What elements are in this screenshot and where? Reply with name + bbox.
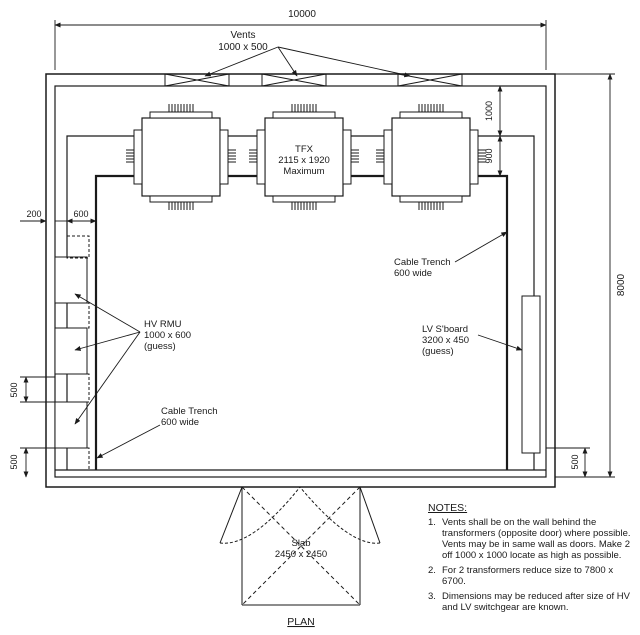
dim-top-gap: 1000 [484,101,494,121]
hv-rmu-note: (guess) [144,341,176,352]
trench-right-label: Cable Trench [394,257,451,268]
dim-left-500-a: 500 [9,382,19,397]
dim-tfx-gap: 900 [484,148,494,163]
plan-title: PLAN [287,616,314,628]
lv-sboard-note: (guess) [422,346,454,357]
transformer-3 [375,103,487,211]
transformer-2 [248,103,360,211]
slab-label: Slab [291,538,310,549]
hv-rmu-size: 1000 x 600 [144,330,191,341]
note-text: Vents shall be on the wall behind the tr… [442,517,631,561]
tfx-size-label: 2115 x 1920 [278,155,330,166]
trench-left-width: 600 wide [161,417,199,428]
door-and-slab [219,486,381,606]
slab-size-label: 2450 x 2450 [275,549,327,560]
notes-block: NOTES: 1. Vents shall be on the wall beh… [428,503,638,617]
note-text: For 2 transformers reduce size to 7800 x… [442,565,614,587]
dim-trench-600: 600 [73,209,88,219]
leader-lines [74,46,523,459]
note-number: 2. [428,565,436,576]
note-item-1: 1. Vents shall be on the wall behind the… [428,517,638,561]
hv-rmu-units [54,235,90,471]
trench-left-label: Cable Trench [161,406,218,417]
note-text: Dimensions may be reduced after size of … [442,591,630,613]
tfx-note-label: Maximum [283,166,324,177]
dimension-lines [20,20,615,478]
note-number: 3. [428,591,436,602]
dim-right-500: 500 [570,454,580,469]
hv-rmu-label: HV RMU [144,319,182,330]
notes-title: NOTES: [428,502,468,514]
dim-overall-depth: 8000 [616,273,627,296]
vents-size-label: 1000 x 500 [218,42,268,53]
dim-left-500-b: 500 [9,454,19,469]
note-item-3: 3. Dimensions may be reduced after size … [428,591,638,613]
vents-label: Vents [230,30,255,41]
lv-sboard-size: 3200 x 450 [422,335,469,346]
note-number: 1. [428,517,436,528]
tfx-label: TFX [295,144,314,155]
lv-switchboard [521,295,541,454]
vents [164,73,463,87]
lv-sboard-label: LV S'board [422,324,468,335]
dim-wall-200: 200 [26,209,41,219]
trench-right-width: 600 wide [394,268,432,279]
transformer-1 [125,103,237,211]
dim-overall-width: 10000 [288,9,316,20]
note-item-2: 2. For 2 transformers reduce size to 780… [428,565,638,587]
